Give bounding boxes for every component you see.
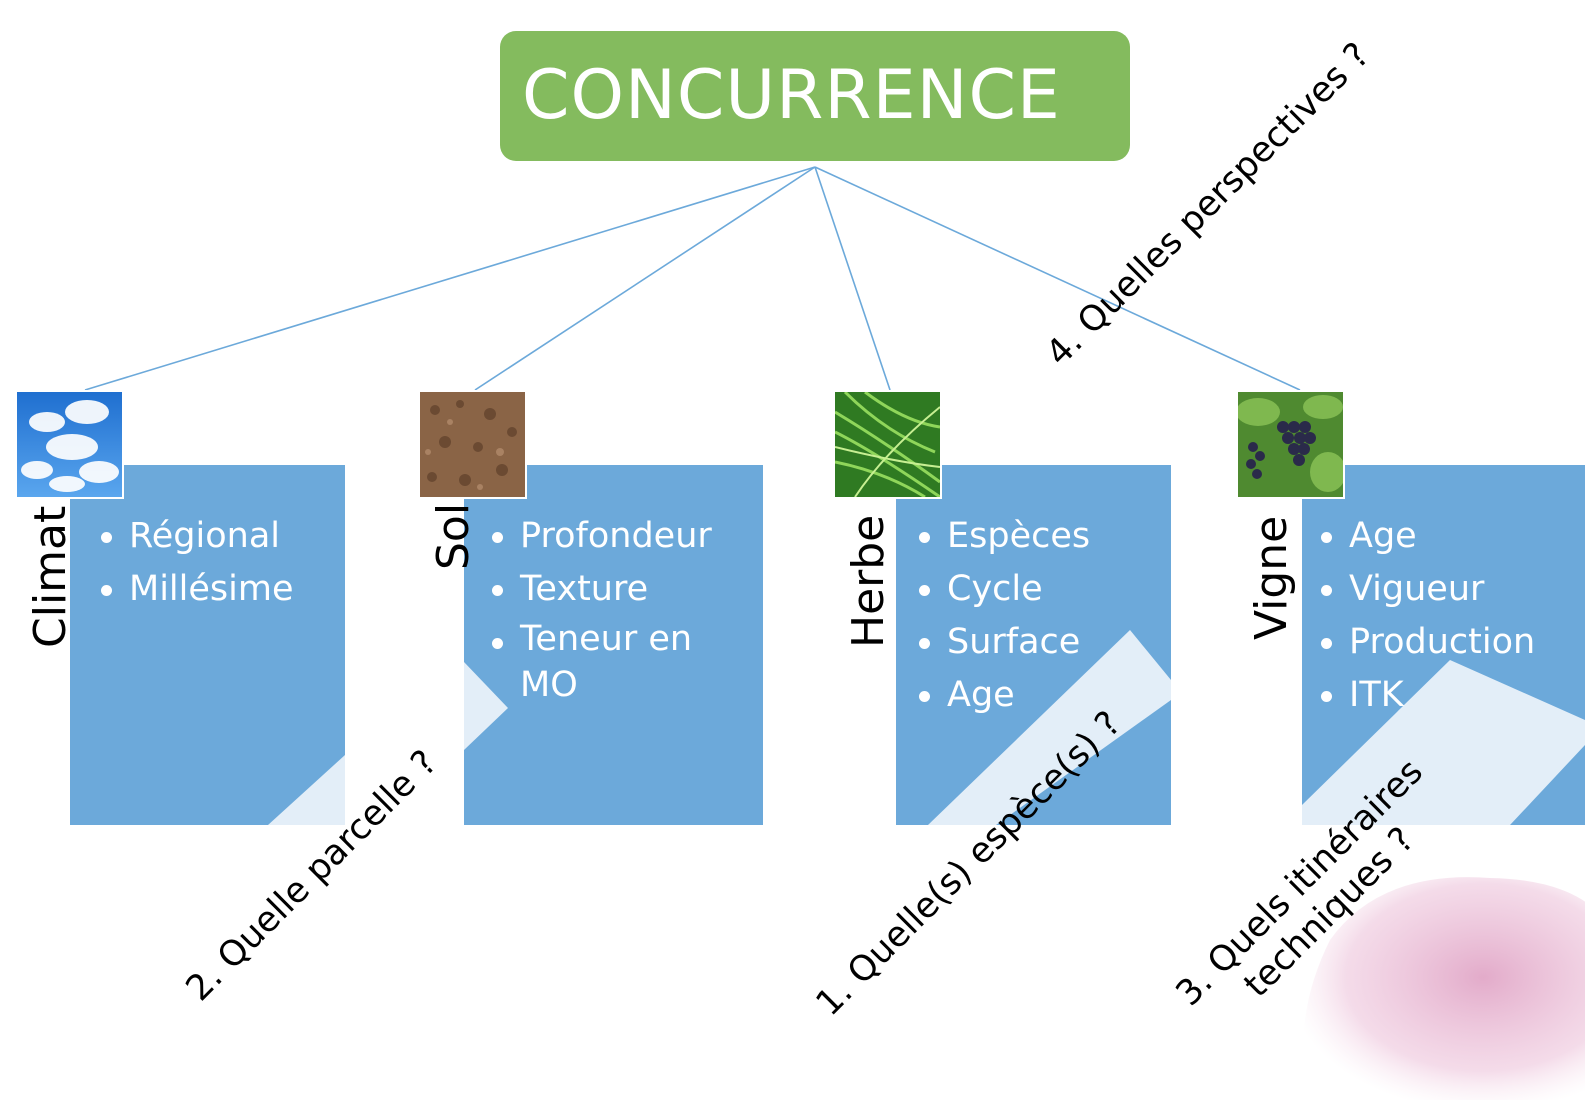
category-label-climat: Climat [25,505,76,648]
root-node [500,31,1130,161]
list-item: Profondeur [488,510,743,563]
bullet-list-climat: Régional Millésime [97,510,337,616]
callout-q1-band [928,630,1171,825]
connector-herbe [814,166,891,391]
vigne-image [1236,390,1345,499]
grapes-icon [1238,392,1343,497]
category-label-herbe: Herbe [843,514,894,648]
list-item: Teneur en MO [488,616,720,708]
connector-lines [84,166,1301,391]
connector-vigne [814,166,1301,391]
bullet-list-herbe: Espèces Cycle Surface Age [915,510,1155,722]
list-item: Texture [488,563,743,616]
callout-q3-band [1302,660,1585,825]
sol-image [418,390,527,499]
list-item: Age [1317,510,1582,563]
bullet-list-sol: Profondeur Texture Teneur en MO [488,510,743,708]
list-item: Régional [97,510,337,563]
callout-q2-notch [464,662,508,750]
sky-icon [17,392,122,497]
root-node-label: CONCURRENCE [522,56,1061,135]
category-label-sol: Sol [428,502,479,570]
card-climat [70,465,345,825]
card-sol [464,465,763,825]
climat-image [15,390,124,499]
herbe-image [833,390,942,499]
list-item: Production [1317,616,1582,669]
connector-climat [84,166,816,391]
bullet-list-vigne: Age Vigueur Production ITK [1317,510,1582,722]
list-item: Millésime [97,563,337,616]
callout-q2-corner [268,755,345,825]
list-item: Vigueur [1317,563,1582,616]
list-item: Cycle [915,563,1155,616]
list-item: Age [915,669,1155,722]
list-item: Surface [915,616,1155,669]
list-item: Espèces [915,510,1155,563]
soil-icon [420,392,525,497]
grass-icon [835,392,940,497]
callout-shapes [268,630,1585,825]
connector-sol [474,166,816,391]
category-label-vigne: Vigne [1246,515,1297,640]
list-item: ITK [1317,669,1582,722]
